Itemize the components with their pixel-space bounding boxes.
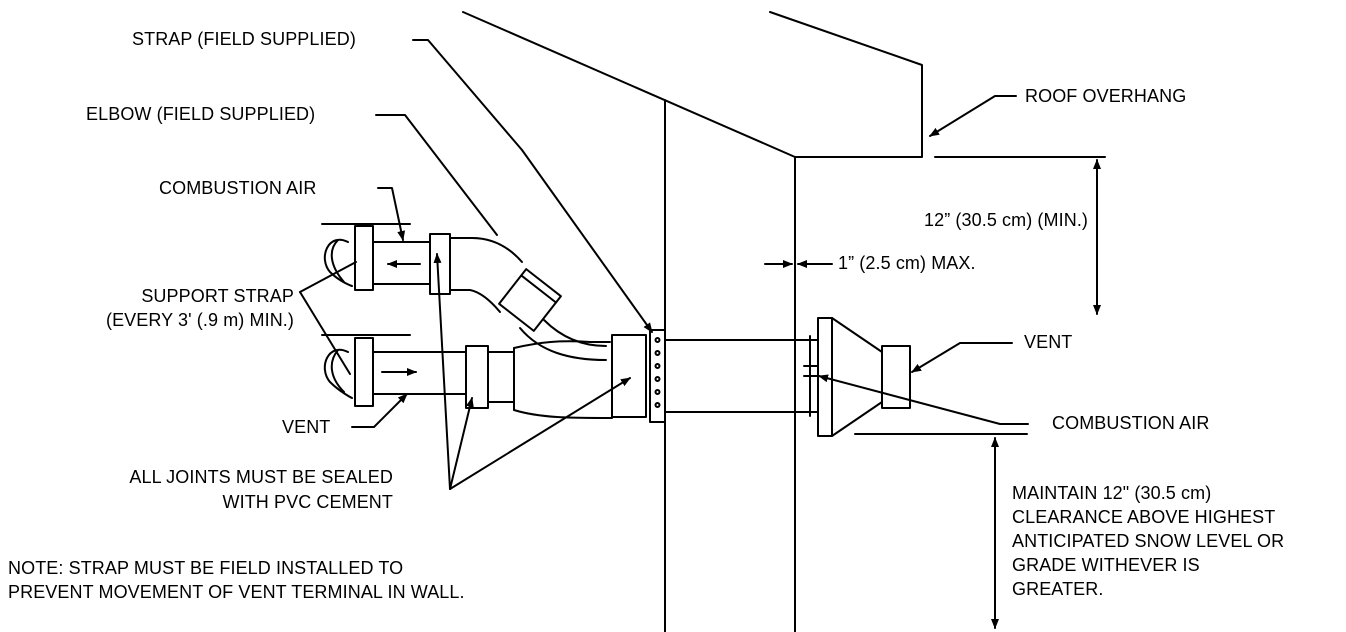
maintain-label-line5: GREATER.: [1012, 579, 1104, 599]
vent-terminal: [799, 317, 911, 437]
roof-overhang-label: ROOF OVERHANG: [1025, 86, 1187, 106]
joints-label-line1: ALL JOINTS MUST BE SEALED: [129, 467, 393, 487]
reference-lines: [321, 156, 1106, 435]
coupling-upper-1: [354, 225, 374, 291]
support-strap-label-line2: (EVERY 3' (.9 m) MIN.): [105, 310, 294, 330]
vent-left-label: VENT: [282, 417, 331, 437]
note-line1: NOTE: STRAP MUST BE FIELD INSTALLED TO: [8, 558, 404, 578]
combustion-air-left-label: COMBUSTION AIR: [159, 178, 317, 198]
coupling-wall: [611, 334, 647, 418]
support-strap-label-line1: SUPPORT STRAP: [141, 286, 294, 306]
building-structure: [462, 11, 923, 632]
pipe-cut-upper: [323, 238, 353, 287]
flow-arrows: [381, 260, 421, 376]
vent-right-label: VENT: [1024, 332, 1073, 352]
coupling-upper-2: [429, 233, 451, 295]
maintain-label-line3: ANTICIPATED SNOW LEVEL OR: [1012, 531, 1285, 551]
elbow-coupling: [498, 268, 562, 332]
wall-strap: [649, 329, 666, 423]
max-1-label: 1” (2.5 cm) MAX.: [838, 253, 976, 273]
joints-label-line2: WITH PVC CEMENT: [222, 492, 393, 512]
vent-pipe-left: [323, 329, 666, 423]
elbow-label: ELBOW (FIELD SUPPLIED): [86, 104, 316, 124]
roof-line: [462, 11, 796, 158]
clearance-12-label: 12” (30.5 cm) (MIN.): [924, 210, 1089, 230]
note-line2: PREVENT MOVEMENT OF VENT TERMINAL IN WAL…: [8, 582, 465, 602]
coupling-lower-2: [465, 345, 489, 409]
maintain-label-line4: GRADE WITHEVER IS: [1012, 555, 1200, 575]
vent-terminal-outlet: [881, 345, 911, 409]
combustion-air-pipe-left: [323, 225, 607, 361]
roof-overhang-outline: [769, 11, 923, 158]
dimension-lines: [764, 159, 1101, 629]
maintain-label-line2: CLEARANCE ABOVE HIGHEST: [1012, 507, 1276, 527]
wall-penetration-pipe: [664, 335, 811, 417]
coupling-lower-1: [354, 337, 374, 407]
maintain-label-line1: MAINTAIN 12" (30.5 cm): [1012, 483, 1212, 503]
pipe-cut-lower: [323, 348, 353, 399]
combustion-air-right-label: COMBUSTION AIR: [1052, 413, 1210, 433]
leader-lines: [299, 39, 1029, 490]
strap-label: STRAP (FIELD SUPPLIED): [132, 29, 356, 49]
